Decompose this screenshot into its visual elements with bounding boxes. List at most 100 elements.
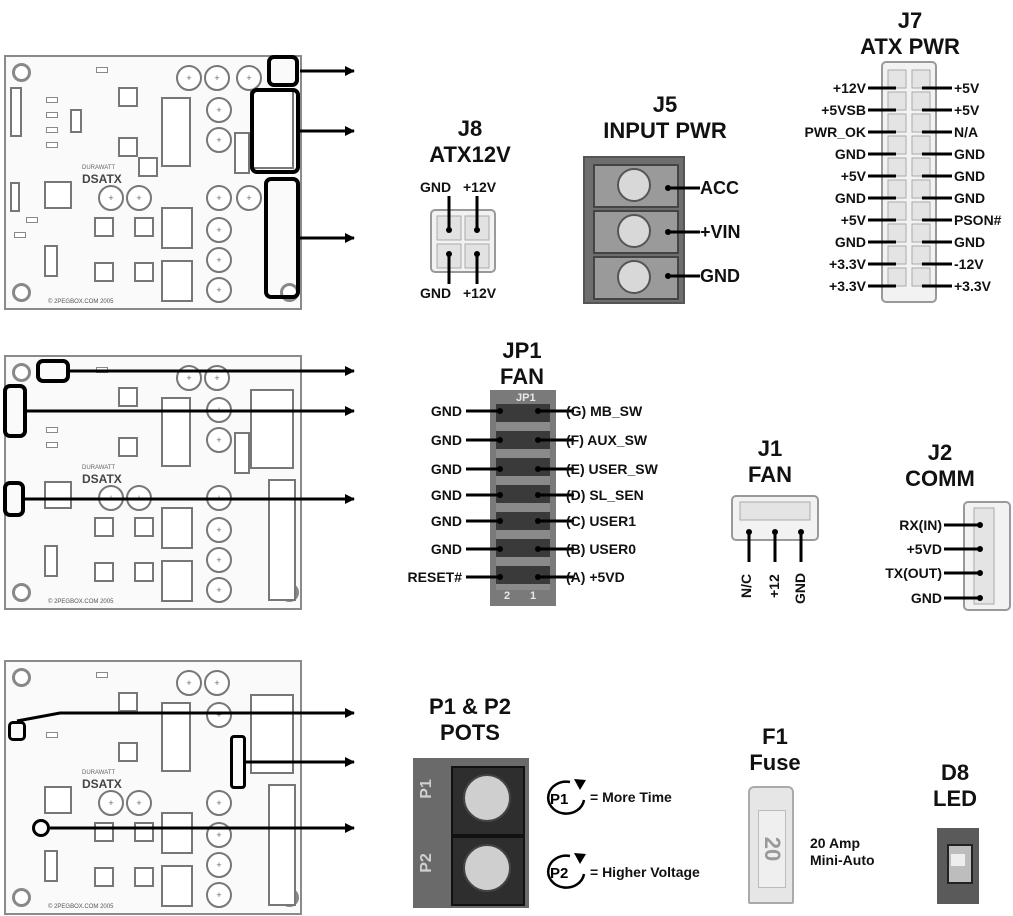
capacitor: +	[126, 790, 152, 816]
j7-left-pin: GND	[834, 234, 866, 250]
j5-pin-acc: ACC	[700, 178, 739, 198]
fuse-photo: 20	[748, 786, 794, 904]
inductor	[161, 207, 193, 249]
jp1-silk-pin1: 1	[530, 590, 537, 602]
screw-icon	[617, 214, 651, 248]
mosfet	[134, 517, 154, 537]
mosfet	[134, 867, 154, 887]
capacitor: +	[206, 790, 232, 816]
mosfet	[118, 742, 138, 762]
highlight-j2	[3, 481, 25, 517]
jp1-right-pin: (F) AUX_SW	[566, 432, 648, 448]
smd-part	[46, 442, 58, 448]
j8-connector	[430, 196, 496, 284]
j5-pin-gnd: GND	[700, 266, 740, 286]
j2-pin-tx: TX(OUT)	[885, 565, 942, 581]
jp1-right-pin: (B) USER0	[566, 541, 637, 557]
board-copyright: © 2PEGBOX.COM 2005	[48, 599, 114, 605]
header-pins	[234, 132, 250, 174]
smd-part	[46, 427, 58, 433]
mount-hole	[12, 63, 31, 82]
j2-pin-gnd: GND	[910, 590, 942, 606]
highlight-j5	[250, 88, 300, 174]
inductor	[161, 560, 193, 602]
j5-pin-vin: +VIN	[700, 222, 741, 242]
led-photo	[937, 828, 979, 904]
j2-pin-5vd: +5VD	[906, 541, 942, 557]
mount-hole	[12, 283, 31, 302]
highlight-j7	[264, 177, 300, 299]
jp1-right-pin: (A) +5VD	[566, 569, 625, 585]
capacitor: +	[206, 127, 232, 153]
j7-left-pin: GND	[834, 190, 866, 206]
capacitor: +	[98, 185, 124, 211]
connector-j7	[268, 784, 296, 906]
fuse-spec-line1: 20 Amp	[810, 835, 861, 851]
capacitor: +	[206, 517, 232, 543]
j7-left-pin: +5V	[840, 212, 866, 228]
capacitor: +	[204, 365, 230, 391]
header-pins	[10, 182, 20, 212]
j7-left-pin: GND	[834, 146, 866, 162]
highlight-f1	[230, 735, 246, 789]
j2-connector	[944, 501, 1011, 611]
capacitor: +	[206, 577, 232, 603]
mosfet	[94, 562, 114, 582]
j8-label-top-left: GND	[420, 179, 452, 195]
p2-symbol: P2	[550, 865, 568, 882]
j7-right-pin: GND	[954, 168, 986, 184]
capacitor: +	[204, 65, 230, 91]
board-copyright: © 2PEGBOX.COM 2005	[48, 299, 114, 305]
mount-hole	[12, 363, 31, 382]
j1-connector	[731, 495, 819, 562]
pots-photo: P1 P2	[413, 758, 529, 908]
j5-leaders	[665, 185, 700, 279]
fuse-body	[758, 810, 786, 888]
p1-rotate-icon: P1	[546, 779, 586, 815]
highlight-j8	[267, 55, 299, 87]
inductor	[161, 865, 193, 907]
capacitor: +	[176, 365, 202, 391]
inductor	[161, 260, 193, 302]
inductor	[161, 397, 191, 467]
j7-right-pin: N/A	[954, 124, 979, 140]
j7-right-pin: GND	[954, 146, 986, 162]
header-pins	[10, 87, 22, 137]
capacitor: +	[98, 790, 124, 816]
ic	[44, 545, 58, 577]
mosfet	[118, 692, 138, 712]
jp1-leaders	[466, 408, 574, 580]
j7-right-pin: +5V	[954, 80, 980, 96]
capacitor: +	[206, 882, 232, 908]
pots-silk-p2: P2	[417, 853, 435, 873]
j1-pin-12: +12	[766, 574, 782, 598]
mosfet	[134, 562, 154, 582]
pot-knob-icon	[463, 774, 511, 822]
led-lens	[951, 854, 965, 866]
capacitor: +	[206, 702, 232, 728]
microcontroller	[44, 181, 72, 209]
smd-part	[14, 232, 26, 238]
j8-label-top-right: +12V	[463, 179, 497, 195]
jp1-header-photo: JP1 2 1	[490, 390, 556, 606]
capacitor: +	[176, 670, 202, 696]
screw-icon	[617, 168, 651, 202]
j7-left-pin: +5VSB	[821, 102, 866, 118]
board-copyright: © 2PEGBOX.COM 2005	[48, 904, 114, 910]
mosfet	[138, 157, 158, 177]
capacitor: +	[206, 247, 232, 273]
p2-description: = Higher Voltage	[590, 864, 700, 880]
j7-right-pin: -12V	[954, 256, 984, 272]
capacitor: +	[206, 185, 232, 211]
j2-pin-rx: RX(IN)	[899, 517, 942, 533]
smd-part	[46, 112, 58, 118]
jp1-left-pin: GND	[430, 461, 462, 477]
